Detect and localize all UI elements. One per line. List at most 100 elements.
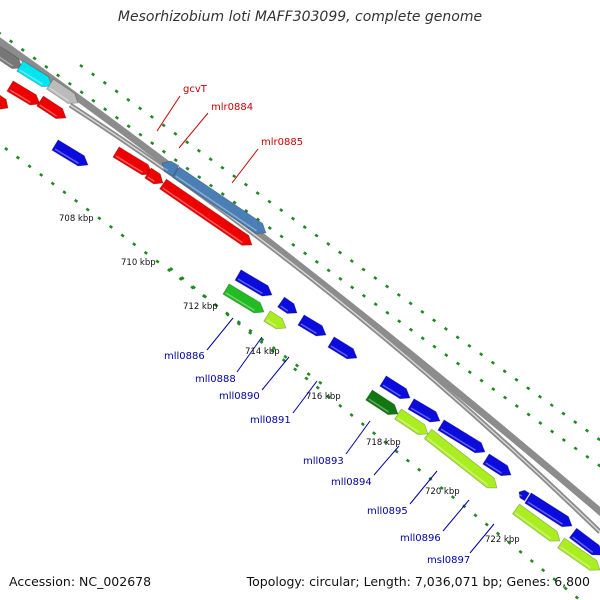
gene-red-1[interactable] xyxy=(6,80,41,106)
gene-blue-1[interactable] xyxy=(51,139,89,167)
gene-label-mll0896[interactable]: mll0896 xyxy=(400,533,441,544)
ruler-dot-88 xyxy=(259,339,264,345)
gene-blue-10[interactable] xyxy=(568,527,600,556)
ruler-dot-136 xyxy=(302,225,307,230)
ruler-dot-129 xyxy=(220,165,225,170)
ruler-dot-112 xyxy=(529,558,534,564)
ruler-dot-134 xyxy=(279,208,284,213)
ruler-dot-94 xyxy=(326,394,332,399)
tick-label-712: 712 kbp xyxy=(183,302,218,312)
ruler-dot-73 xyxy=(248,328,253,333)
ruler-dot-35 xyxy=(408,327,414,332)
ruler-dot-142 xyxy=(373,275,378,280)
backbone-inner-highlight xyxy=(69,104,600,533)
gene-features xyxy=(0,45,600,571)
gene-blue-9[interactable] xyxy=(524,492,573,528)
ruler-dot-6 xyxy=(67,81,72,86)
gene-blue-8-highlight xyxy=(519,494,523,497)
ruler-dot-113 xyxy=(541,568,546,573)
gene-blue-3[interactable] xyxy=(277,296,298,314)
ruler-dot-40 xyxy=(467,370,472,375)
gene-red-2[interactable] xyxy=(36,95,67,120)
ruler-dot-156 xyxy=(537,394,543,399)
gene-steel-2[interactable] xyxy=(172,166,267,234)
gene-yg-mll0895[interactable] xyxy=(423,428,498,489)
ruler-dot-139 xyxy=(337,250,343,255)
gene-blue-7-highlight xyxy=(485,462,502,474)
ruler-dot-90 xyxy=(281,358,286,363)
ruler-dot-114 xyxy=(552,577,557,582)
ruler-dot-22 xyxy=(256,217,261,222)
ruler-dot-75 xyxy=(271,346,276,351)
ruler-dot-100 xyxy=(394,449,399,454)
ruler-dot-44 xyxy=(514,404,519,409)
genome-backbone xyxy=(0,37,600,534)
gene-label-mll0893[interactable]: mll0893 xyxy=(303,456,344,467)
gene-label-msl0897[interactable]: msl0897 xyxy=(427,555,470,566)
ruler-dot-12 xyxy=(138,132,143,137)
gene-label-mll0895[interactable]: mll0895 xyxy=(367,506,408,517)
ruler-dot-125 xyxy=(173,131,178,136)
gene-label-mll0891[interactable]: mll0891 xyxy=(250,415,291,426)
gene-label-mll0888[interactable]: mll0888 xyxy=(195,374,236,385)
gene-red-mlr0884[interactable] xyxy=(144,167,164,185)
ruler-dot-45 xyxy=(526,412,531,417)
gene-red-mlr0885[interactable] xyxy=(159,178,253,246)
ruler-dot-55 xyxy=(39,172,44,177)
gene-yg-mll0894[interactable] xyxy=(394,408,429,436)
gene-green-mll0886[interactable] xyxy=(222,283,265,314)
accession-text: Accession: NC_002678 xyxy=(9,574,152,589)
tick-label-714: 714 kbp xyxy=(245,347,280,357)
gene-yg-mll0894-highlight xyxy=(397,417,419,433)
ruler-dot-151 xyxy=(479,352,484,357)
gene-red-1-highlight xyxy=(9,89,31,104)
gene-yg-msl0897[interactable] xyxy=(557,537,600,571)
gene-gray-1[interactable] xyxy=(46,78,79,104)
gene-dark-gray-1-highlight xyxy=(0,56,13,67)
ruler-dot-80 xyxy=(169,266,174,272)
ruler-dot-54 xyxy=(27,164,32,169)
ruler-dot-78 xyxy=(306,372,311,377)
gene-blue-mll0891[interactable] xyxy=(327,336,358,360)
gene-blue-8[interactable] xyxy=(518,489,530,502)
gene-label-mll0886[interactable]: mll0886 xyxy=(164,351,205,362)
gene-label-gcvT[interactable]: gcvT xyxy=(183,84,208,95)
gene-blue-2[interactable] xyxy=(234,269,273,297)
ruler-dot-63 xyxy=(132,242,137,247)
ruler-dot-11 xyxy=(126,124,131,129)
ruler-dot-122 xyxy=(138,106,143,111)
gene-blue-3-highlight xyxy=(280,305,289,312)
gene-cyan-1-highlight xyxy=(19,69,43,85)
leader-mll0890 xyxy=(261,356,290,391)
gene-blue-mll0890[interactable] xyxy=(297,314,327,337)
ruler-dot-105 xyxy=(450,495,456,500)
gene-steel-1[interactable] xyxy=(161,160,180,177)
gene-red-0[interactable] xyxy=(0,94,9,110)
gene-cyan-1[interactable] xyxy=(16,60,53,88)
ruler-dot-8 xyxy=(91,98,96,103)
ruler-dot-159 xyxy=(573,420,578,425)
leader-msl0897 xyxy=(469,523,495,554)
ruler-dot-116 xyxy=(574,595,579,600)
gene-blue-6[interactable] xyxy=(437,419,486,454)
gene-yg-mll0896[interactable] xyxy=(511,503,561,542)
gene-label-mll0890[interactable]: mll0890 xyxy=(219,391,260,402)
ruler-dot-102 xyxy=(417,467,422,472)
ruler-dot-130 xyxy=(232,174,237,179)
gene-label-mll0894[interactable]: mll0894 xyxy=(331,477,372,488)
ruler-dot-149 xyxy=(455,335,460,340)
gene-blue-4[interactable] xyxy=(379,375,411,400)
ruler-dot-147 xyxy=(432,318,437,323)
leader-mll0895 xyxy=(409,470,438,505)
gene-blue-5[interactable] xyxy=(407,398,441,423)
gene-yg-mll0888[interactable] xyxy=(263,310,287,330)
gene-blue-7[interactable] xyxy=(482,453,512,477)
gene-label-mlr0885[interactable]: mlr0885 xyxy=(261,137,303,148)
gene-dark-gray-1[interactable] xyxy=(0,45,23,70)
gene-dkgreen-mll0893[interactable] xyxy=(365,389,399,416)
ruler-dots xyxy=(0,31,600,600)
ruler-dot-104 xyxy=(439,485,444,491)
ruler-dot-51 xyxy=(597,463,600,468)
gene-red-gcvT[interactable] xyxy=(112,146,153,176)
gene-label-mlr0884[interactable]: mlr0884 xyxy=(211,102,253,113)
